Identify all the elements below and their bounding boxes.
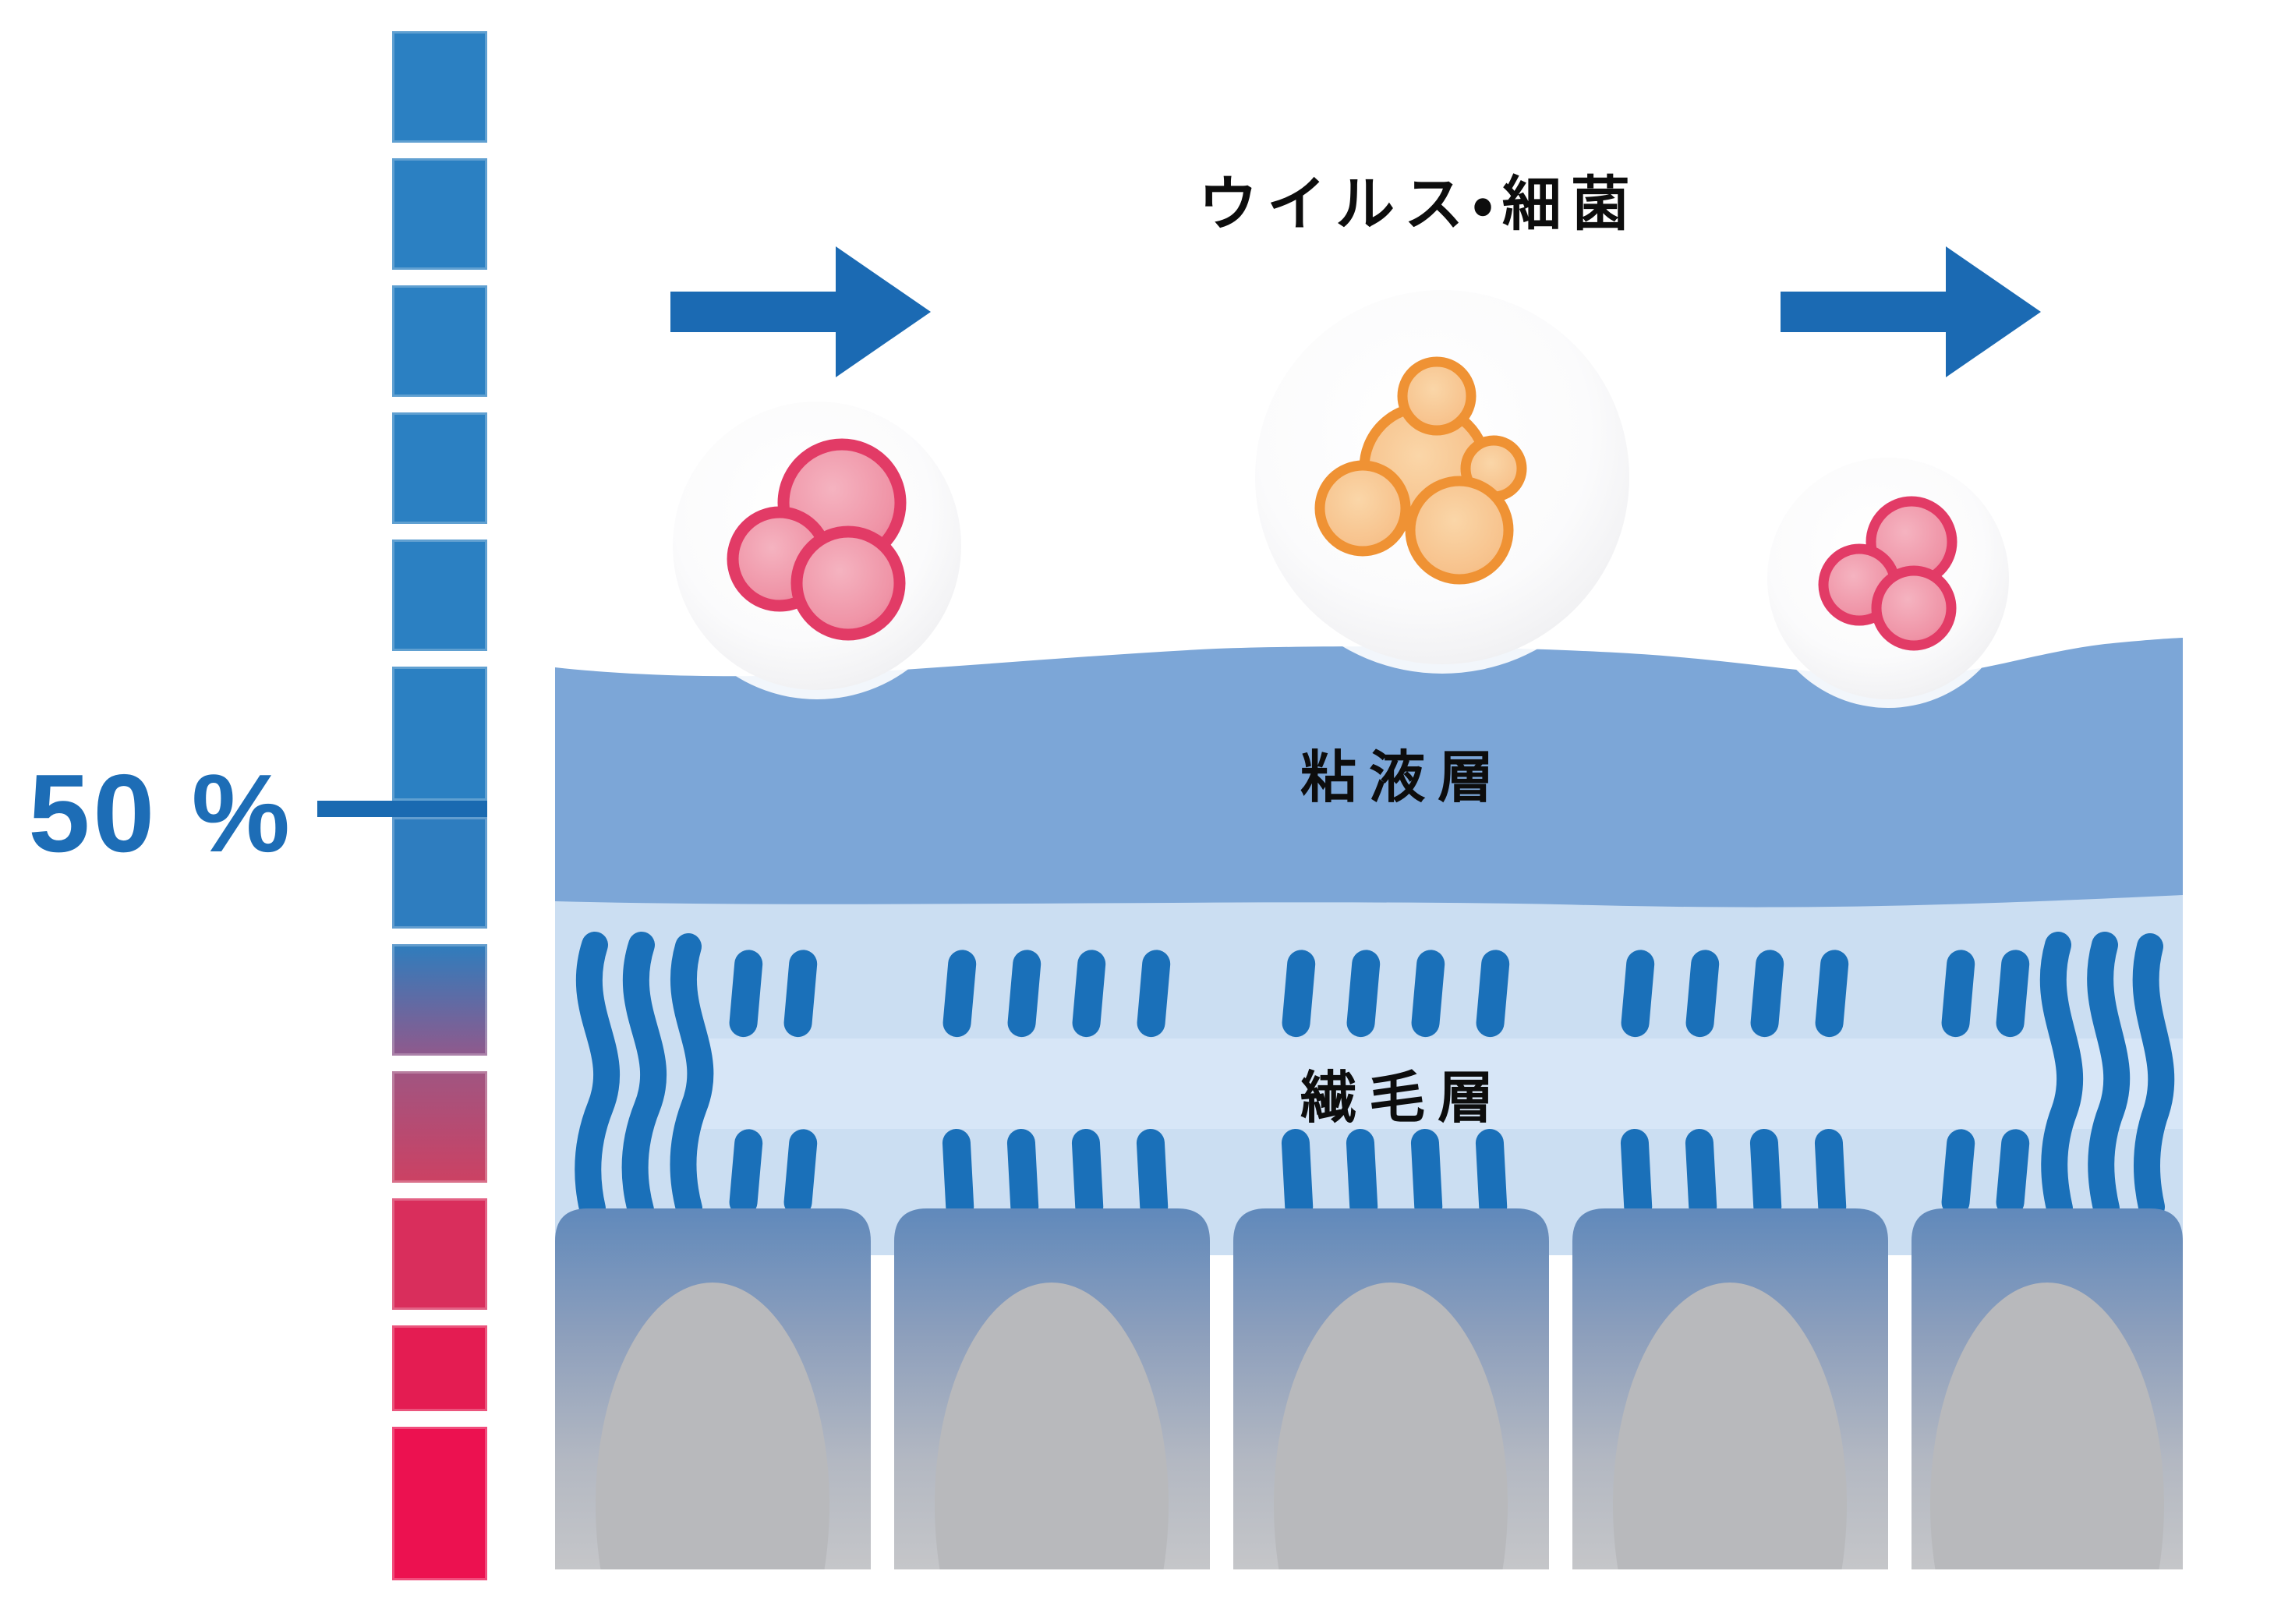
cilia-layer-label: 繊毛層 bbox=[1300, 1067, 1506, 1130]
scale-segment bbox=[392, 31, 487, 143]
epithelial-cell bbox=[1233, 1208, 1549, 1569]
epithelial-cell bbox=[1912, 1208, 2183, 1569]
epithelial-cell bbox=[555, 1208, 871, 1569]
scale-segment bbox=[392, 412, 487, 524]
humidity-scale-bar bbox=[392, 0, 487, 1624]
cell-nucleus bbox=[1930, 1283, 2164, 1569]
virus-bacteria-label: ウイルス・細菌 bbox=[1198, 172, 1639, 238]
cilia-strand bbox=[670, 933, 714, 1222]
cilia-strand bbox=[2087, 932, 2131, 1222]
scale-segment bbox=[392, 285, 487, 397]
scale-segment bbox=[392, 667, 487, 801]
droplet-right bbox=[1759, 449, 2018, 708]
scale-50-percent-label: 50 % bbox=[28, 752, 293, 876]
mucus-layer bbox=[555, 638, 2183, 908]
cilia-strand bbox=[575, 932, 621, 1222]
cell-nucleus bbox=[1613, 1283, 1847, 1569]
cilia-strand bbox=[2132, 933, 2175, 1220]
virus-cluster bbox=[1818, 496, 1957, 651]
cilia-strand bbox=[621, 932, 667, 1223]
cell-nucleus bbox=[1274, 1283, 1508, 1569]
virus-cluster bbox=[727, 438, 907, 641]
bacteria-particle bbox=[1405, 476, 1514, 585]
scale-segment bbox=[392, 944, 487, 1056]
cilia-strand bbox=[2039, 932, 2084, 1222]
scale-segment bbox=[392, 158, 487, 270]
epithelial-cell bbox=[894, 1208, 1210, 1569]
droplet-middle bbox=[1246, 281, 1639, 674]
flow-arrow-left-icon bbox=[670, 246, 931, 377]
cell-nucleus bbox=[596, 1283, 829, 1569]
bacteria-cluster bbox=[1314, 356, 1527, 585]
droplet-left bbox=[663, 392, 971, 699]
cilia-label-band bbox=[698, 1038, 2183, 1129]
scale-50-percent-tick bbox=[317, 801, 487, 817]
scale-segment bbox=[392, 817, 487, 929]
bacteria-particle bbox=[1314, 460, 1411, 557]
virus-particle bbox=[1871, 565, 1957, 651]
scale-segment bbox=[392, 540, 487, 651]
cell-nucleus bbox=[935, 1283, 1169, 1569]
virus-particle bbox=[790, 525, 906, 641]
scale-segment bbox=[392, 1198, 487, 1310]
scale-segment bbox=[392, 1427, 487, 1580]
epithelial-cells bbox=[555, 1208, 2183, 1569]
epithelial-cell bbox=[1572, 1208, 1888, 1569]
flow-arrow-right-icon bbox=[1781, 246, 2041, 377]
scale-segment bbox=[392, 1071, 487, 1183]
bacteria-particle bbox=[1397, 356, 1477, 436]
scale-segment bbox=[392, 1325, 487, 1411]
mucus-layer-label: 粘液層 bbox=[1300, 747, 1506, 809]
